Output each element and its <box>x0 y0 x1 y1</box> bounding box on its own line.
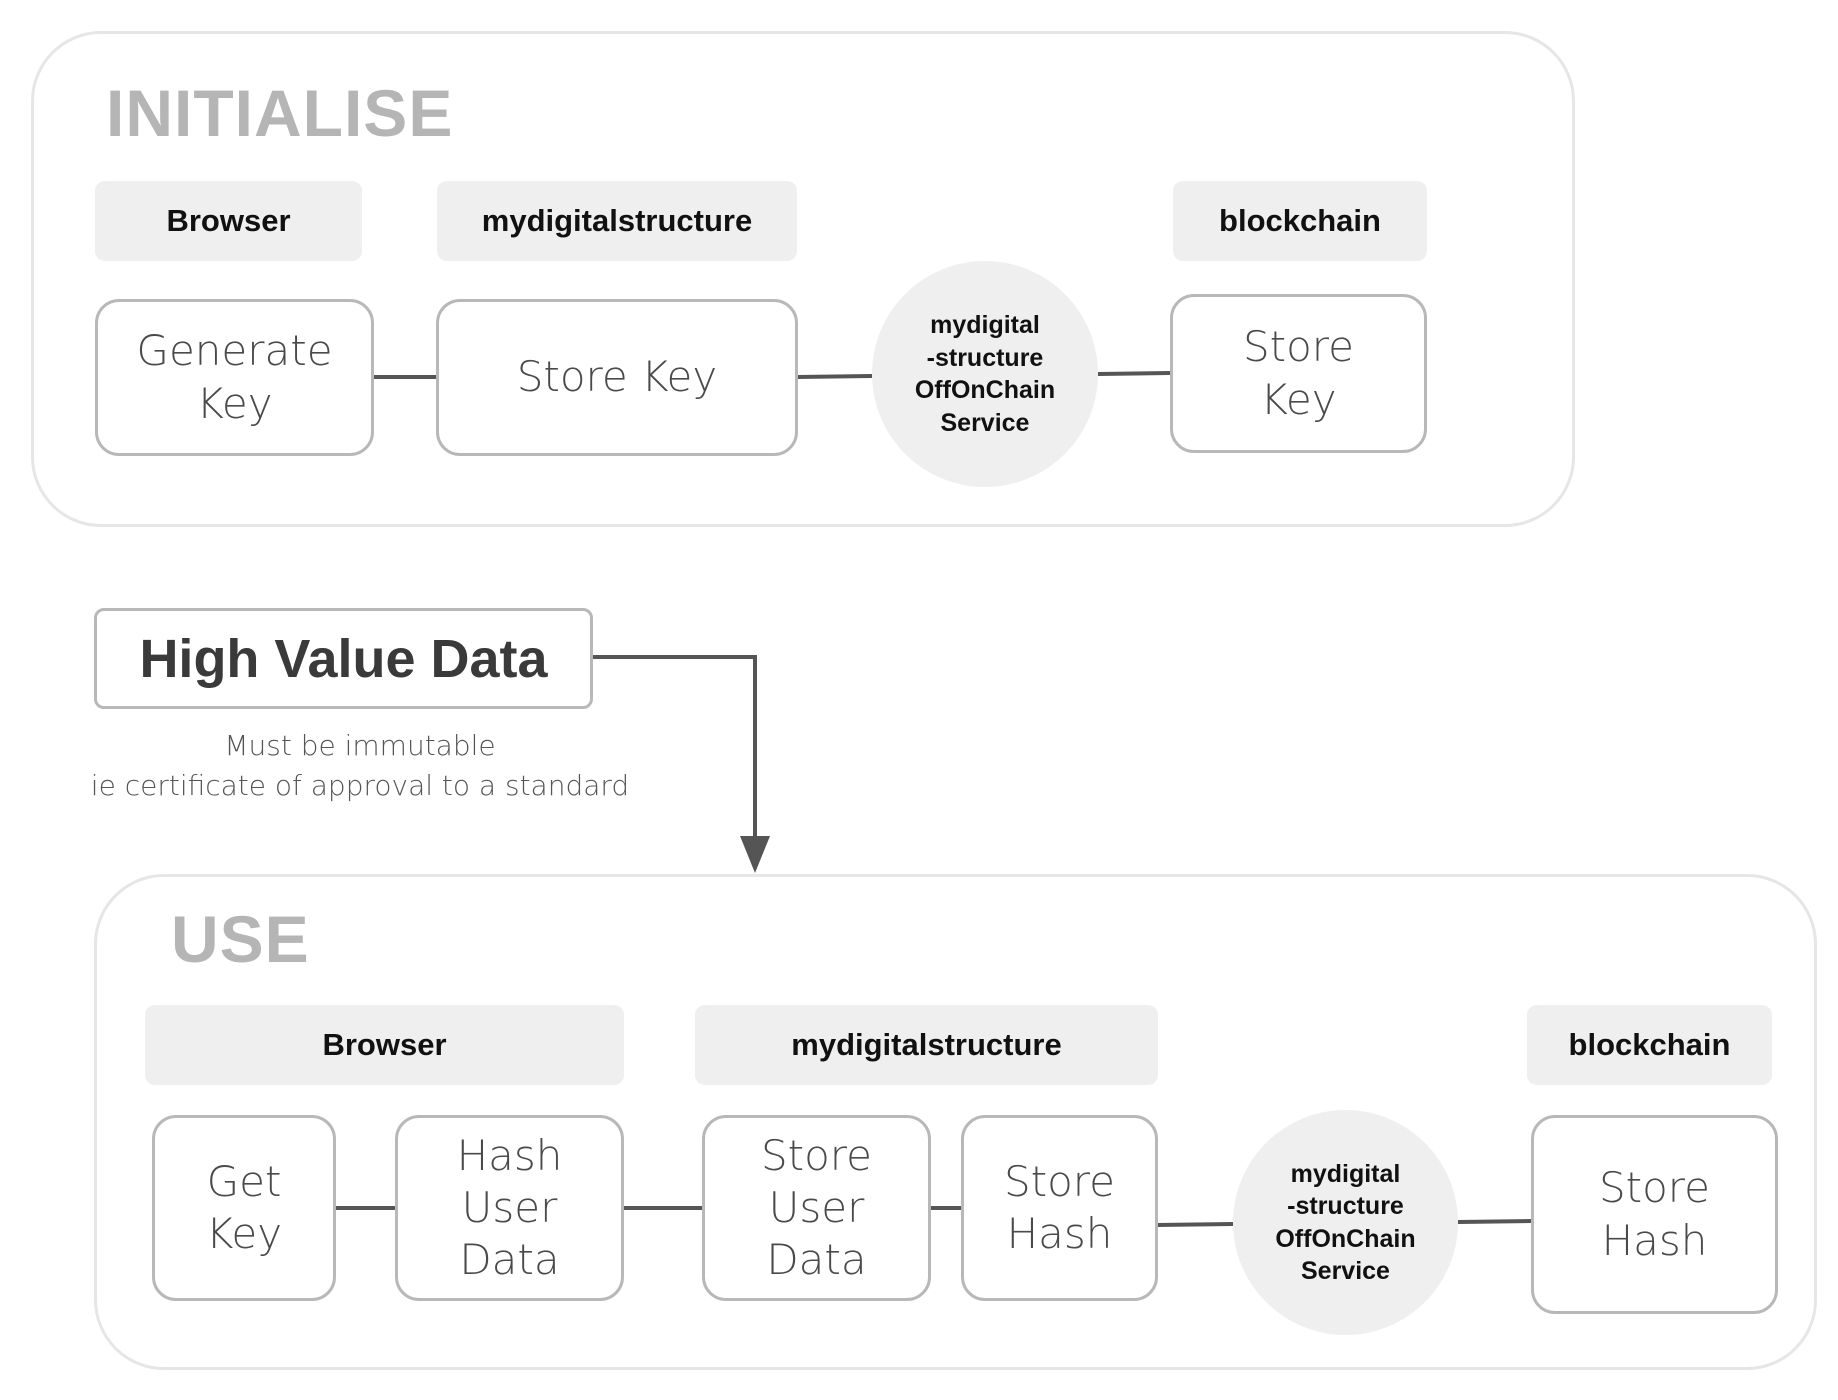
use-title: USE <box>171 902 310 976</box>
init-lane-blockchain: blockchain <box>1173 181 1427 261</box>
connector-service-to-chain <box>1097 371 1171 376</box>
high-value-data-arrow-line <box>592 655 757 840</box>
step-generate-key: Generate Key <box>95 299 374 456</box>
use-lane-mydigitalstructure: mydigitalstructure <box>695 1005 1158 1085</box>
high-value-data-box: High Value Data <box>94 608 593 709</box>
init-lane-browser: Browser <box>95 181 362 261</box>
step-store-key-blockchain: Store Key <box>1170 294 1427 453</box>
step-hash-user-data: Hash User Data <box>395 1115 624 1301</box>
use-offonchain-service: mydigital -structure OffOnChain Service <box>1233 1110 1458 1335</box>
high-value-data-arrow-head <box>740 836 770 873</box>
use-lane-browser: Browser <box>145 1005 624 1085</box>
step-store-key: Store Key <box>436 299 798 456</box>
connector-store-hash-to-service <box>1156 1222 1234 1227</box>
step-store-hash-blockchain: Store Hash <box>1531 1115 1778 1314</box>
step-store-user-data: Store User Data <box>702 1115 931 1301</box>
init-lane-mydigitalstructure: mydigitalstructure <box>437 181 797 261</box>
init-offonchain-service: mydigital -structure OffOnChain Service <box>872 261 1098 487</box>
high-value-data-note: Must be immutable ie certificate of appr… <box>80 726 640 806</box>
note-line-2: ie certificate of approval to a standard <box>90 768 630 802</box>
initialise-title: INITIALISE <box>106 76 454 150</box>
connector-service-to-chain-hash <box>1457 1219 1533 1224</box>
note-line-1: Must be immutable <box>224 729 496 762</box>
step-get-key: Get Key <box>152 1115 336 1301</box>
step-store-hash: Store Hash <box>961 1115 1158 1301</box>
use-panel <box>94 874 1817 1370</box>
connector-store-to-service <box>796 374 873 379</box>
use-lane-blockchain: blockchain <box>1527 1005 1772 1085</box>
